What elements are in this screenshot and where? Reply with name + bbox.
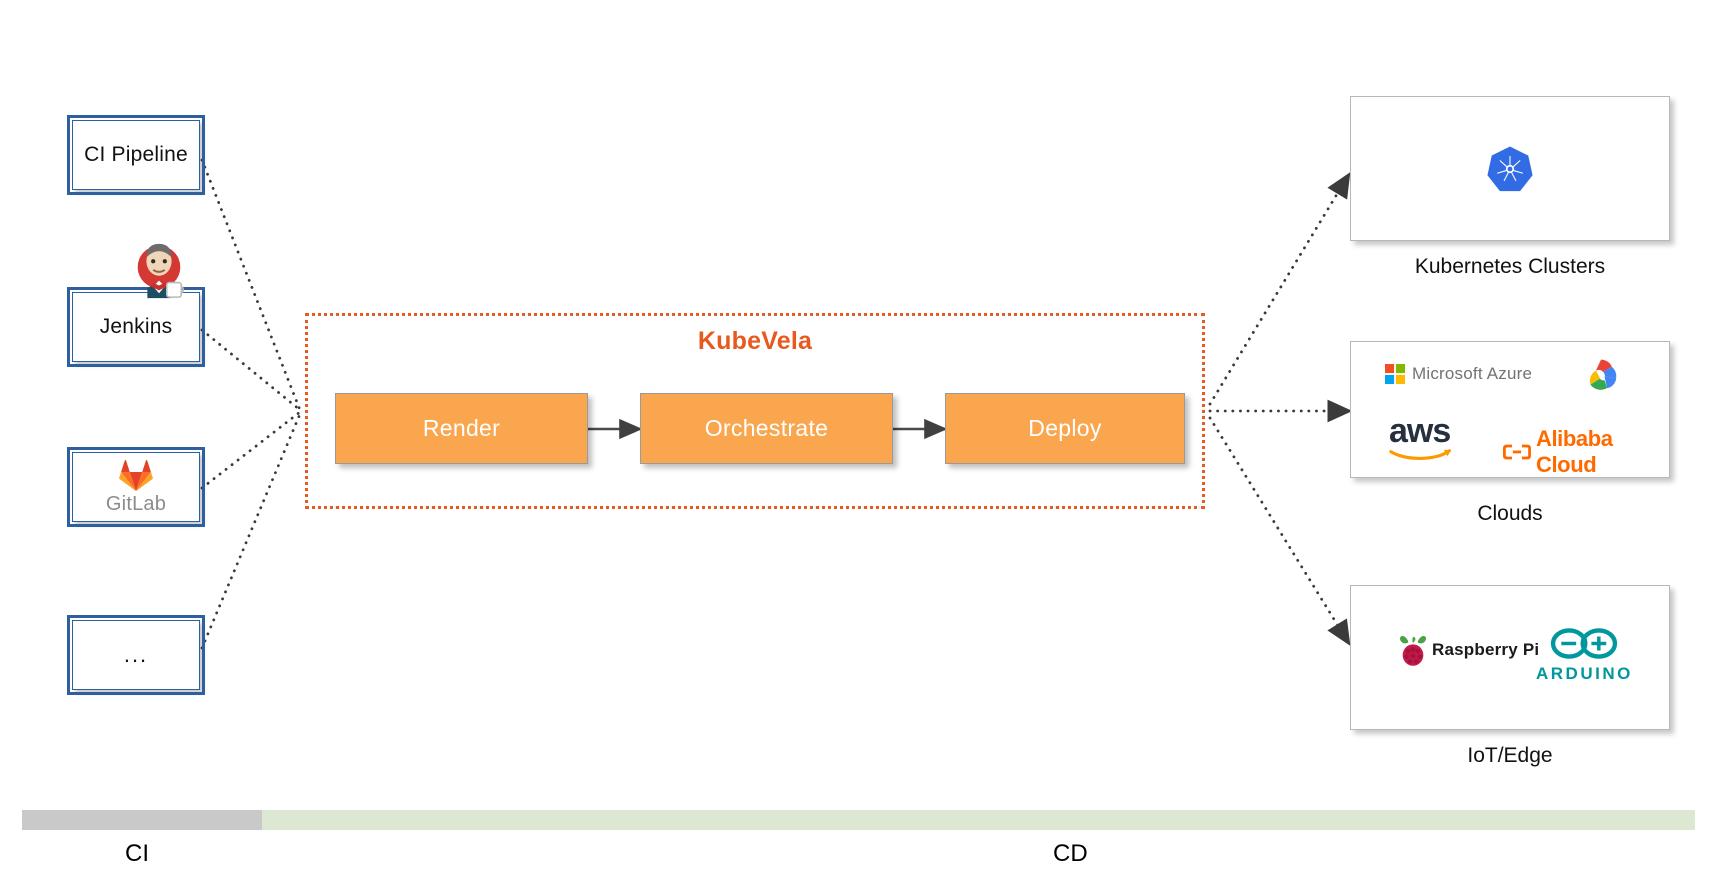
google-cloud-logo [1579,356,1623,397]
phase-bar-cd [262,810,1695,830]
microsoft-azure-logo: Microsoft Azure [1385,364,1532,384]
raspberry-pi-label: Raspberry Pi [1432,639,1540,659]
stage-label-render: Render [422,415,501,441]
source-label-jenkins: Jenkins [99,315,173,339]
source-box-more[interactable]: ... [67,615,205,695]
target-box-kubernetes[interactable] [1350,96,1670,241]
target-box-iot-edge[interactable]: Raspberry Pi ARDUINO [1350,585,1670,730]
microsoft-azure-label: Microsoft Azure [1412,364,1533,383]
source-label-more: ... [123,641,149,667]
gitlab-fox-icon [119,459,153,492]
stage-box-deploy[interactable]: Deploy [945,393,1185,464]
alibaba-cloud-logo: Alibaba Cloud [1503,426,1669,478]
target-caption-clouds: Clouds [1477,502,1543,525]
alibaba-cloud-label: Alibaba Cloud [1535,426,1613,477]
aws-logo: aws [1389,414,1453,460]
phase-label-cd: CD [1053,840,1088,867]
source-box-ci-pipeline[interactable]: CI Pipeline [67,115,205,195]
target-caption-iot-edge: IoT/Edge [1467,744,1553,767]
source-label-gitlab: GitLab [105,493,167,515]
stage-label-orchestrate: Orchestrate [704,415,829,441]
phase-bar-ci [22,810,262,830]
phase-label-ci: CI [125,840,149,867]
stage-box-render[interactable]: Render [335,393,588,464]
target-caption-kubernetes: Kubernetes Clusters [1414,255,1606,278]
source-box-jenkins[interactable]: Jenkins [67,287,205,367]
target-box-clouds[interactable]: Microsoft Azure aws [1350,341,1670,478]
kubevela-title: KubeVela [697,327,813,355]
jenkins-butler-icon [128,238,190,300]
arduino-label: ARDUINO [1536,664,1633,683]
source-label-ci-pipeline: CI Pipeline [84,143,188,167]
stage-label-deploy: Deploy [1028,415,1102,441]
source-box-gitlab[interactable]: GitLab [67,447,205,527]
stage-box-orchestrate[interactable]: Orchestrate [640,393,893,464]
arduino-logo: ARDUINO [1536,626,1633,684]
raspberry-pi-logo: Raspberry Pi [1397,632,1539,667]
kubernetes-logo [1486,145,1534,193]
kubevela-container [305,313,1205,509]
aws-label: aws [1389,412,1451,450]
